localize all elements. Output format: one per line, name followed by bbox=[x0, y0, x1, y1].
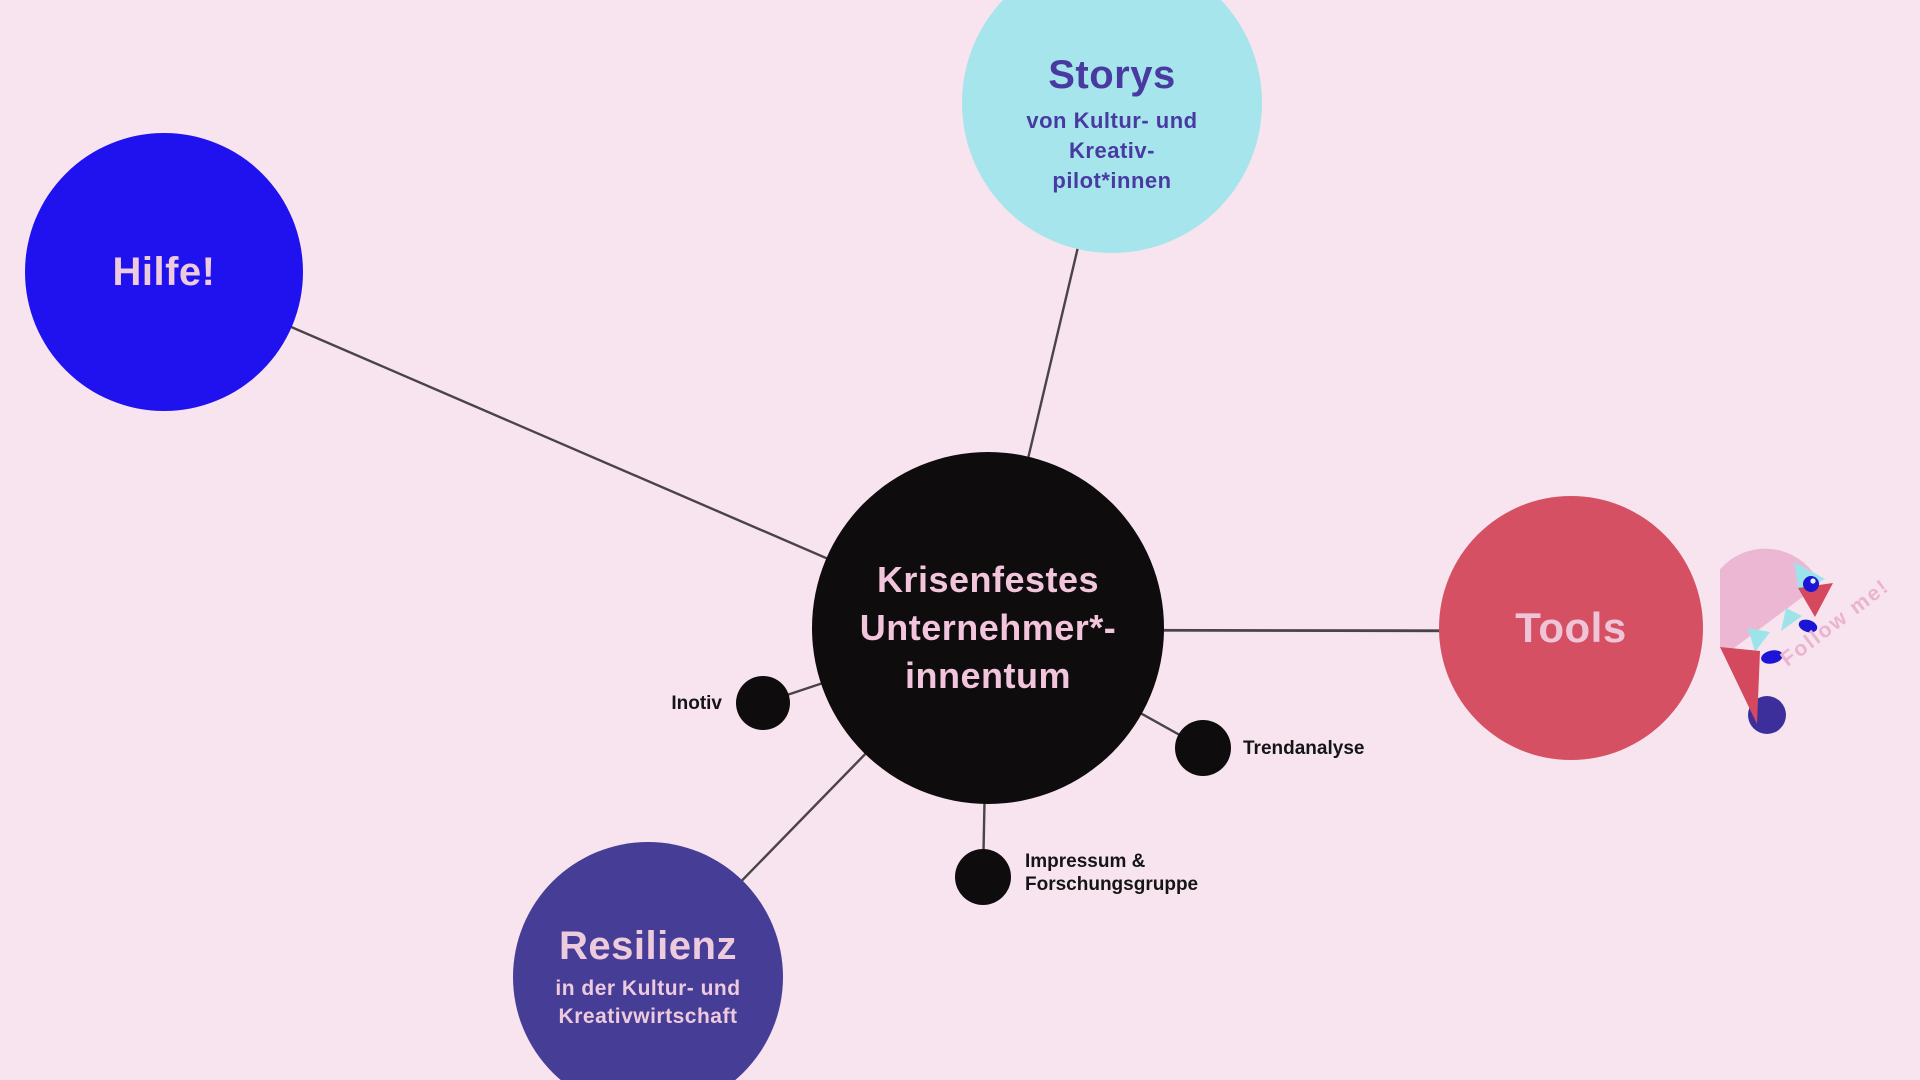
resilienz-subtitle-line: in der Kultur- und bbox=[555, 976, 741, 1000]
bubble-central[interactable]: Krisenfestes Unternehmer*- innentum bbox=[812, 452, 1164, 804]
chameleon-back-leg bbox=[1748, 628, 1770, 652]
storys-title: Storys bbox=[1048, 52, 1176, 97]
chameleon-eye-highlight bbox=[1810, 578, 1816, 584]
chameleon-body bbox=[1720, 548, 1820, 654]
chameleon-eye bbox=[1803, 576, 1819, 592]
central-title-line: innentum bbox=[905, 655, 1071, 696]
chameleon-back-foot bbox=[1761, 650, 1783, 664]
dot-impressum[interactable] bbox=[955, 849, 1011, 905]
dot-trendanalyse[interactable] bbox=[1175, 720, 1231, 776]
chameleon-front-leg bbox=[1781, 608, 1802, 631]
central-title-line: Unternehmer*- bbox=[859, 607, 1117, 648]
bubble-storys[interactable]: Storys von Kultur- und Kreativ- pilot*in… bbox=[962, 0, 1262, 253]
label-impressum-line: Impressum & bbox=[1025, 851, 1146, 872]
label-inotiv: Inotiv bbox=[671, 693, 722, 714]
storys-subtitle-line: Kreativ- bbox=[1069, 137, 1155, 163]
central-title-line: Krisenfestes bbox=[876, 559, 1100, 600]
label-impressum-line: Forschungsgruppe bbox=[1025, 874, 1199, 895]
label-trendanalyse: Trendanalyse bbox=[1243, 738, 1365, 759]
bubble-tools[interactable]: Tools bbox=[1439, 496, 1703, 760]
chameleon-front-foot bbox=[1798, 619, 1818, 633]
bubble-hilfe[interactable]: Hilfe! bbox=[25, 133, 303, 411]
resilienz-subtitle-line: Kreativwirtschaft bbox=[558, 1004, 738, 1028]
tools-label: Tools bbox=[1515, 604, 1627, 651]
storys-subtitle-line: pilot*innen bbox=[1052, 167, 1172, 193]
chameleon-tail bbox=[1720, 647, 1760, 724]
chameleon-face bbox=[1798, 583, 1833, 617]
storys-subtitle-line: von Kultur- und bbox=[1026, 107, 1198, 133]
dot-inotiv[interactable] bbox=[736, 676, 790, 730]
resilienz-title: Resilienz bbox=[559, 923, 737, 968]
label-impressum: Impressum & Forschungsgruppe bbox=[1025, 850, 1198, 896]
hilfe-label: Hilfe! bbox=[112, 249, 216, 294]
chameleon-logo[interactable]: Follow me! bbox=[1720, 540, 1920, 760]
bubble-resilienz[interactable]: Resilienz in der Kultur- und Kreativwirt… bbox=[513, 842, 783, 1080]
